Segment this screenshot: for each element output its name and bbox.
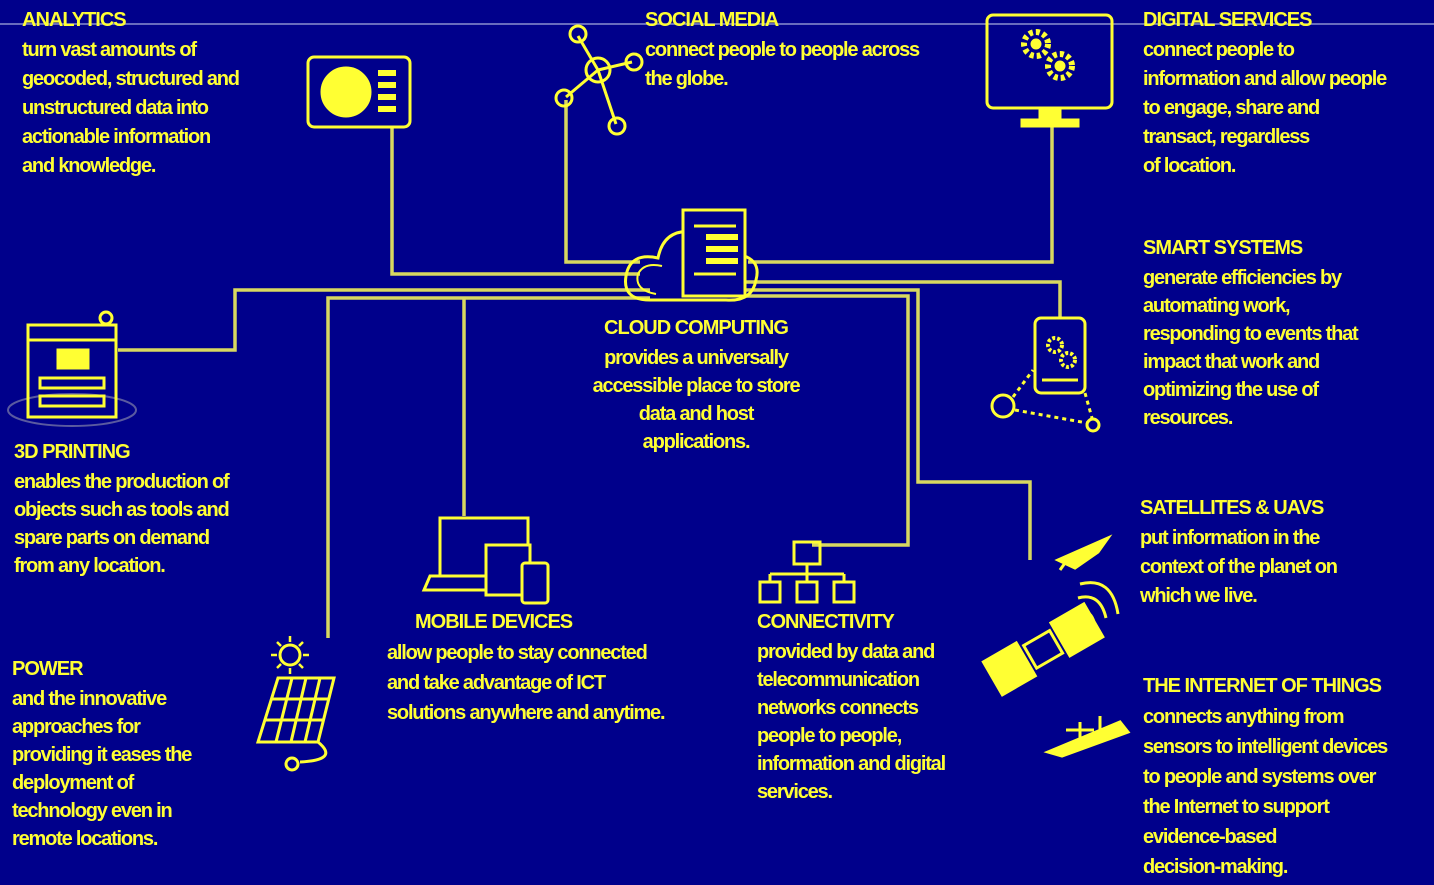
3d-printer-icon <box>7 310 137 427</box>
line-digital-services <box>748 125 1054 264</box>
digital-services-heading: DIGITAL SERVICES <box>1143 9 1312 31</box>
social-media-heading: SOCIAL MEDIA <box>645 9 779 31</box>
satellites-heading: SATELLITES & UAVS <box>1140 497 1324 519</box>
solar-panel-icon <box>255 636 336 772</box>
node-power: POWER and the innovative approaches for … <box>12 657 242 853</box>
connectivity-text: provided by data and telecommunication n… <box>757 641 946 803</box>
mobile-devices-heading: MOBILE DEVICES <box>415 611 573 633</box>
cloud-computing-heading: CLOUD COMPUTING <box>604 317 789 339</box>
digital-services-text: connect people to information and allow … <box>1143 39 1387 177</box>
node-3d-printing: 3D PRINTING enables the production of ob… <box>14 440 294 580</box>
iot-text: connects anything from sensors to intell… <box>1143 706 1388 878</box>
power-heading: POWER <box>12 658 84 680</box>
line-3d-printing <box>118 288 650 352</box>
smartphone-gears-icon <box>990 316 1101 433</box>
monitor-gears-icon <box>985 13 1114 128</box>
node-social-media: SOCIAL MEDIA connect people to people ac… <box>645 8 975 94</box>
laptop-phone-icon <box>421 516 550 605</box>
node-digital-services: DIGITAL SERVICES connect people to infor… <box>1143 8 1434 181</box>
connectivity-heading: CONNECTIVITY <box>757 611 895 633</box>
power-text: and the innovative approaches for provid… <box>12 688 192 850</box>
analytics-text: turn vast amounts of geocoded, structure… <box>22 39 240 177</box>
iot-heading: THE INTERNET OF THINGS <box>1143 675 1382 697</box>
line-connectivity <box>740 294 910 547</box>
smart-systems-heading: SMART SYSTEMS <box>1143 237 1303 259</box>
node-connectivity: CONNECTIVITY provided by data and teleco… <box>757 610 997 806</box>
mobile-devices-text: allow people to stay connected and take … <box>387 642 666 724</box>
satellite-icon <box>981 534 1120 697</box>
line-satellites <box>740 288 1032 560</box>
line-analytics <box>390 128 640 276</box>
3d-printing-text: enables the production of objects such a… <box>14 471 230 577</box>
node-analytics: ANALYTICS turn vast amounts of geocoded,… <box>22 8 302 181</box>
line-smart-systems <box>740 280 1062 318</box>
cloud-document-icon <box>624 208 759 302</box>
node-cloud-computing: CLOUD COMPUTING provides a universally a… <box>565 316 827 456</box>
network-nodes-icon <box>554 24 644 136</box>
connector-lines <box>118 100 1062 638</box>
node-mobile-devices: MOBILE DEVICES allow people to stay conn… <box>387 610 727 728</box>
satellites-text: put information in the context of the pl… <box>1140 527 1338 607</box>
network-hierarchy-icon <box>758 540 856 604</box>
smart-systems-text: generate efficiencies by automating work… <box>1143 267 1359 429</box>
node-satellites: SATELLITES & UAVS put information in the… <box>1140 496 1420 611</box>
cloud-computing-text: provides a universally accessible place … <box>592 347 801 453</box>
drone-icon <box>1043 716 1131 758</box>
social-media-text: connect people to people across the glob… <box>645 39 920 90</box>
analytics-heading: ANALYTICS <box>22 9 127 31</box>
node-iot: THE INTERNET OF THINGS connects anything… <box>1143 674 1434 882</box>
node-smart-systems: SMART SYSTEMS generate efficiencies by a… <box>1143 236 1413 432</box>
line-social-media <box>564 100 640 264</box>
line-power <box>326 296 650 638</box>
tablet-chart-icon <box>306 55 412 129</box>
3d-printing-heading: 3D PRINTING <box>14 441 131 463</box>
